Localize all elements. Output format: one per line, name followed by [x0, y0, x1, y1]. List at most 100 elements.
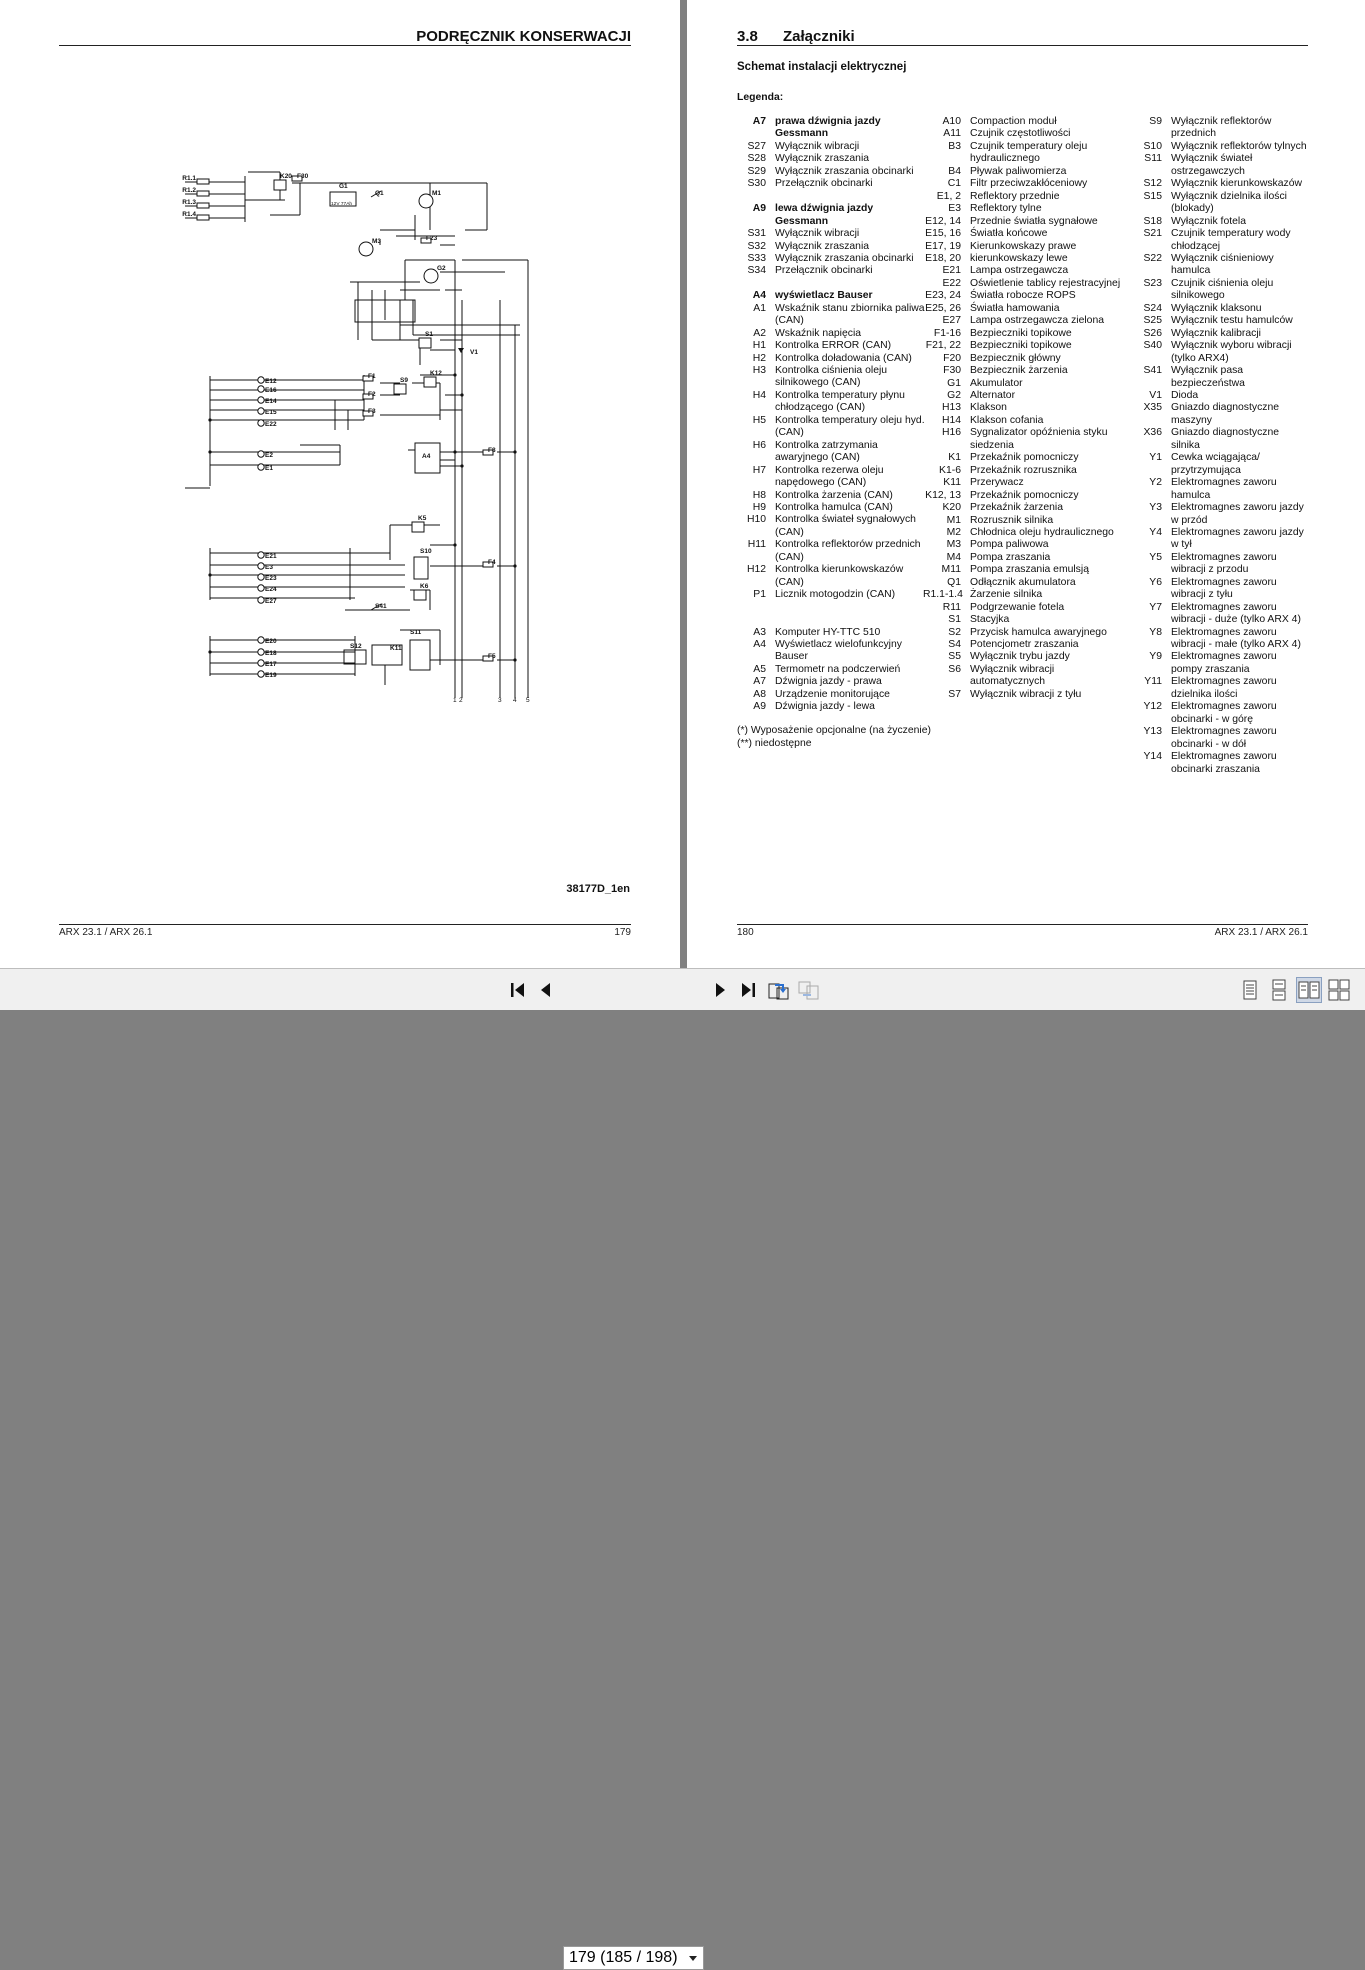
- schematic-subtitle: Schemat instalacji elektrycznej: [737, 61, 907, 73]
- legend-description: Przekaźnik pomocniczy: [970, 489, 1079, 501]
- legend-code: S34: [747, 265, 767, 277]
- legend-code: Y5: [1149, 551, 1162, 563]
- schematic-component: F23: [420, 235, 438, 244]
- single-page-view-icon[interactable]: [1237, 977, 1263, 1003]
- legend-description: Bezpiecznik główny: [970, 352, 1061, 364]
- schematic-component-label: E24: [265, 586, 277, 593]
- legend-description: Gniazdo diagnostyczne maszyny: [1171, 402, 1280, 426]
- legend-code: S9: [1149, 116, 1162, 127]
- schematic-component: G1: [329, 183, 357, 207]
- go-back-icon[interactable]: [766, 977, 792, 1003]
- continuous-view-icon[interactable]: [1266, 977, 1292, 1003]
- schematic-terminal-number: 1: [453, 697, 457, 704]
- legend-code: A7: [753, 676, 766, 688]
- schematic-component: E24: [257, 584, 277, 593]
- legend-label: Legenda:: [737, 92, 784, 103]
- legend-code: S40: [1143, 340, 1163, 352]
- legend-description: Bezpiecznik żarzenia: [970, 365, 1068, 377]
- legend-description: Kontrolka zatrzymania awaryjnego (CAN): [775, 439, 878, 464]
- continuous-facing-view-icon[interactable]: [1326, 977, 1352, 1003]
- schematic-component-label: S11: [410, 629, 422, 636]
- legend-description: Cewka wciągająca/ przytrzymująca: [1171, 452, 1260, 476]
- legend-description: Bezpieczniki topikowe: [970, 340, 1072, 352]
- legend-description: Światła robocze ROPS: [970, 290, 1076, 302]
- page-number-select[interactable]: 179 (185 / 198): [563, 1946, 704, 1970]
- schematic-component: E15: [257, 407, 277, 416]
- last-page-icon[interactable]: [735, 977, 761, 1003]
- schematic-component-label: K11: [390, 645, 402, 652]
- right-header-rule: [737, 45, 1308, 46]
- legend-code: X35: [1143, 402, 1163, 414]
- schematic-component-label: K20: [280, 173, 292, 180]
- schematic-component-label: M1: [432, 190, 441, 197]
- legend-code: S27: [747, 140, 767, 152]
- schematic-component-label: F23: [426, 235, 438, 242]
- first-page-icon[interactable]: [505, 977, 531, 1003]
- schematic-component-label: S1: [425, 331, 433, 338]
- legend-spacer: [737, 191, 927, 203]
- left-header-title: PODRĘCZNIK KONSERWACJI: [416, 28, 631, 45]
- legend-code: A2: [753, 327, 766, 339]
- legend-description: Wyłącznik zraszania obcinarki: [775, 252, 914, 264]
- schematic-component-label: E21: [265, 553, 277, 560]
- schematic-component: E12: [257, 376, 277, 385]
- legend-code: F30: [943, 365, 961, 377]
- legend-code: E3: [948, 203, 961, 215]
- legend-description: Klakson: [970, 402, 1007, 414]
- schematic-component: E19: [257, 670, 277, 679]
- legend-description: Elektromagnes zaworu wibracji - duże (ty…: [1171, 601, 1301, 626]
- legend-code: X36: [1143, 427, 1163, 439]
- schematic-component: S10: [420, 548, 432, 555]
- legend-code: S23: [1143, 277, 1163, 289]
- legend-spacer: [737, 278, 927, 290]
- go-forward-icon[interactable]: [796, 977, 822, 1003]
- schematic-component-label: F30: [297, 173, 309, 180]
- schematic-component-label: E19: [265, 672, 277, 679]
- previous-page-icon[interactable]: [533, 977, 559, 1003]
- legend-description: Kontrolka ERROR (CAN): [775, 340, 892, 352]
- legend-description: Wyłącznik wyboru wibracji (tylko ARX4): [1171, 340, 1292, 364]
- legend-description: Rozrusznik silnika: [970, 514, 1054, 526]
- facing-view-icon[interactable]: [1296, 977, 1322, 1003]
- right-page: 3.8 Załączniki Schemat instalacji elektr…: [687, 0, 1365, 968]
- legend-notes: (*) Wyposażenie opcjonalne (na życzenie)…: [737, 725, 931, 750]
- schematic-component: K12: [423, 370, 442, 388]
- next-page-icon[interactable]: [707, 977, 733, 1003]
- legend-description: Przełącznik obcinarki: [775, 265, 873, 277]
- schematic-component-label: S10: [420, 548, 432, 555]
- schematic-component: E27: [257, 596, 277, 605]
- schematic-component: E20: [257, 636, 277, 645]
- schematic-component-label: E2: [265, 452, 273, 459]
- legend-code: H11: [747, 539, 766, 551]
- section-title: Załączniki: [783, 28, 855, 45]
- legend-description: wyświetlacz Bauser: [775, 290, 873, 302]
- legend-description: Wyłącznik wibracji z tyłu: [970, 688, 1082, 700]
- legend-description: Elektromagnes zaworu jazdy w przód: [1171, 502, 1304, 526]
- legend-code: Y12: [1143, 701, 1163, 713]
- legend-code: S24: [1143, 302, 1163, 314]
- legend-code: S21: [1143, 228, 1163, 240]
- legend-description: Elektromagnes zaworu wibracji z przodu: [1171, 551, 1277, 576]
